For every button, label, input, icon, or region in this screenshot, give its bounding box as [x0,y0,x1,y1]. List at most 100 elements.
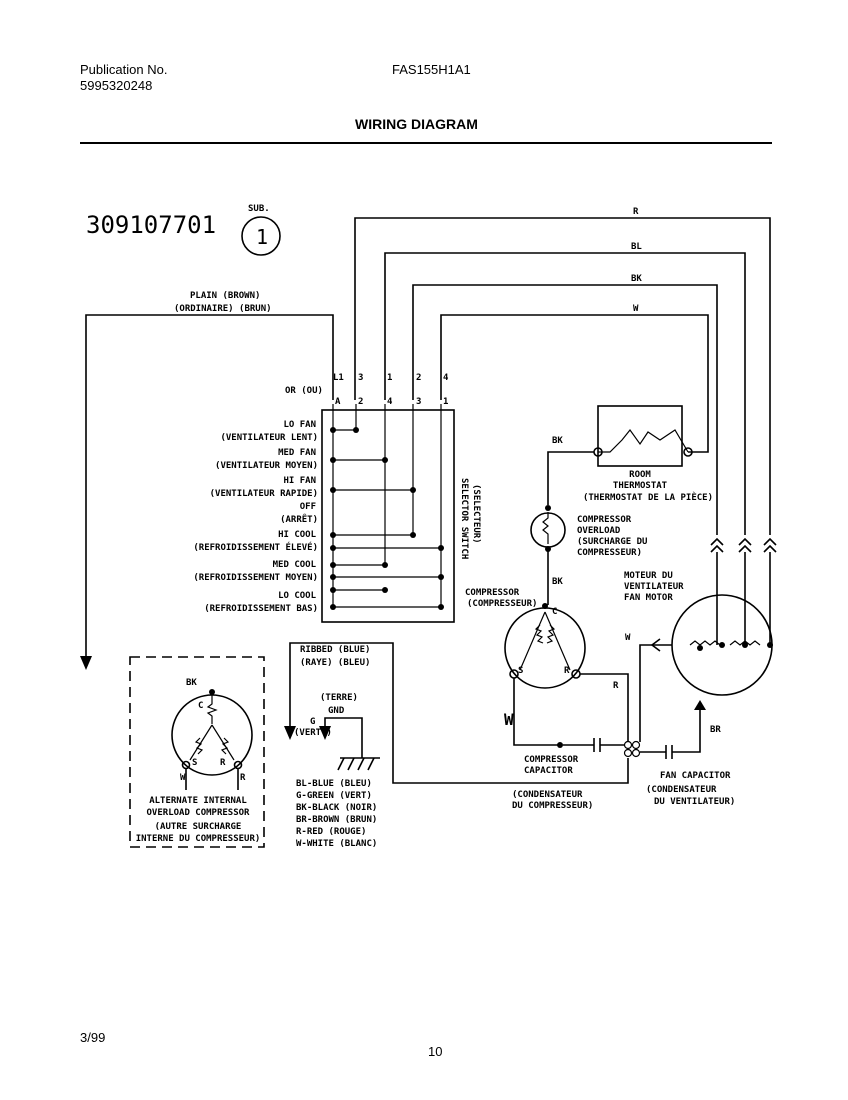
term-top-1: 1 [387,373,392,383]
top-wires [354,217,777,645]
alt-overload-line4: INTERNE DU COMPRESSEUR) [136,834,261,844]
fan-br-label: BR [710,725,721,735]
hi-fan-fr: (VENTILATEUR RAPIDE) [210,489,318,499]
or-label: OR (OU) [285,386,323,396]
thermostat-line1: ROOM [629,470,651,480]
ribbed-arrow-icon [284,726,296,740]
ribbed-line1: RIBBED (BLUE) [300,645,370,655]
color-key-w: W-WHITE (BLANC) [296,839,377,849]
alt-r-terminal: R [220,758,226,768]
fan-motor-line1: MOTEUR DU [624,571,673,581]
fan-motor-line3: FAN MOTOR [624,593,673,603]
sub-circle [241,216,281,256]
term-top-4: 4 [443,373,449,383]
color-key-r: R-RED (ROUGE) [296,827,366,837]
ground-arrow-icon [319,726,331,740]
ground-symbol-icon [337,757,380,771]
thermostat-bk-label: BK [552,436,563,446]
wire-label-r: R [633,207,639,217]
alt-w-label: W [180,773,186,783]
term-top-l1: L1 [333,373,344,383]
fan-cap-line1: FAN CAPACITOR [660,771,731,781]
alternate-overload-box [129,656,265,848]
thermostat-box [597,405,683,467]
plain-fr: (ORDINAIRE) (BRUN) [174,304,272,314]
fan-br-arrow-icon [694,700,706,710]
term-bot-3: 3 [416,397,421,407]
off-label: OFF [300,502,316,512]
compressor-w-label: W [504,710,514,729]
lo-fan-fr: (VENTILATEUR LENT) [220,433,318,443]
page-title: WIRING DIAGRAM [355,116,478,132]
alt-overload-line3: (AUTRE SURCHARGE [155,822,242,832]
selector-switch-label: SELECTOR SWITCH [459,478,469,559]
wire-label-bl: BL [631,242,642,252]
plain-wire [85,314,334,660]
alt-s-terminal: S [192,758,197,768]
sub-label: SUB. [248,204,270,214]
ground-vert: (VERT.) [294,728,332,738]
compressor-c-terminal: C [552,607,557,617]
thermostat-line3: (THERMOSTAT DE LA PIÈCE) [583,491,713,503]
fan-cap-line2: (CONDENSATEUR [646,785,717,795]
compressor-line1: COMPRESSOR [465,588,520,598]
compressor-r-terminal: R [564,666,570,676]
alt-c-terminal: C [198,701,203,711]
footer-date: 3/99 [80,1030,106,1045]
alt-r-label: R [240,773,246,783]
wire-label-w: W [633,304,639,314]
overload-top-dot [545,505,551,511]
fan-motor-line2: VENTILATEUR [624,582,684,592]
comp-cap-line2: CAPACITOR [524,766,573,776]
wire-label-bk: BK [631,274,642,284]
med-cool-label: MED COOL [273,560,317,570]
term-bot-1: 1 [443,397,448,407]
ground-g: G [310,717,315,727]
compressor-s-terminal: S [518,666,523,676]
lo-cool-label: LO COOL [278,591,317,601]
color-key-bl: BL-BLUE (BLEU) [296,779,372,789]
publication-number: 5995320248 [80,78,153,93]
overload-line3: (SURCHARGE DU [577,537,647,547]
alt-overload-line2: OVERLOAD COMPRESSOR [147,808,251,818]
plain-arrow-icon [80,656,92,670]
switch-internal-wiring [330,404,444,610]
overload-line1: COMPRESSOR [577,515,632,525]
term-bot-4: 4 [387,397,393,407]
part-number: 309107701 [86,211,216,239]
color-key-bk: BK-BLACK (NOIR) [296,803,377,813]
model-number: FAS155H1A1 [392,62,471,77]
hi-fan-label: HI FAN [283,476,316,486]
header-rule [80,142,772,144]
comp-cap-line1: COMPRESSOR [524,755,579,765]
color-key-g: G-GREEN (VERT) [296,791,372,801]
fan-w-label: W [625,633,631,643]
ribbed-line2: (RAYE) (BLEU) [300,658,370,668]
overload-line2: OVERLOAD [577,526,621,536]
selector-switch-box [321,409,455,623]
thermostat-terminal-right [683,447,693,457]
alt-bk-label: BK [186,678,197,688]
overload-bk-label: BK [552,577,563,587]
alt-overload-line1: ALTERNATE INTERNAL [149,796,247,806]
thermostat-line2: THERMOSTAT [613,481,668,491]
overload-line4: COMPRESSEUR) [577,548,642,558]
off-fr: (ARRÊT) [280,513,318,525]
med-fan-fr: (VENTILATEUR MOYEN) [215,461,318,471]
compressor-r-label: R [613,681,619,691]
hi-cool-fr: (REFROIDISSEMENT ÉLEVÉ) [193,541,318,553]
hi-cool-label: HI COOL [278,530,317,540]
ground-wire [324,717,363,758]
term-bot-2: 2 [358,397,363,407]
ground-gnd: GND [328,706,345,716]
med-cool-fr: (REFROIDISSEMENT MOYEN) [193,573,318,583]
lo-fan-label: LO FAN [283,420,316,430]
color-key-br: BR-BROWN (BRUN) [296,815,377,825]
page-number: 10 [428,1044,443,1059]
term-top-2: 2 [416,373,421,383]
plain-en: PLAIN (BROWN) [190,291,260,301]
lo-cool-fr: (REFROIDISSEMENT BAS) [204,604,318,614]
publication-label: Publication No. [80,62,168,77]
sub-number: 1 [256,225,268,249]
ground-terre: (TERRE) [320,693,358,703]
